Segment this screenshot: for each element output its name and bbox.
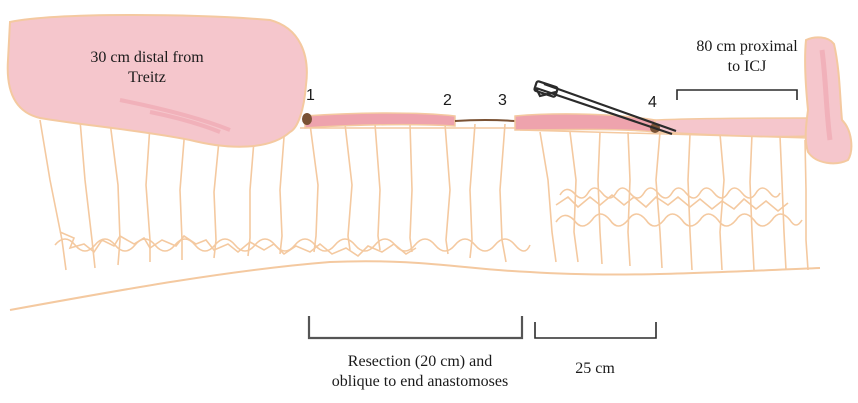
mesentery-arcades-right: [556, 188, 802, 226]
point-3-marker: 3: [498, 92, 507, 110]
proximal-to-icj-label: 80 cm proximal to ICJ: [652, 37, 842, 77]
distal-label-line1: 30 cm distal from: [52, 48, 242, 68]
resected-bowel-segment: [305, 113, 455, 128]
proximal-bowel-segment: [655, 118, 810, 137]
narrow-bowel-segment: [455, 120, 515, 121]
distance-bracket: [535, 322, 656, 338]
mesentery-base-curve: [10, 261, 820, 310]
point-1-marker: 1: [306, 87, 315, 105]
segment-length-label: 25 cm: [560, 359, 630, 379]
resection-label: Resection (20 cm) and oblique to end ana…: [285, 352, 555, 392]
staple-mark-1: [302, 113, 312, 125]
resection-label-line1: Resection (20 cm) and: [285, 352, 555, 372]
distal-from-treitz-label: 30 cm distal from Treitz: [52, 48, 242, 88]
point-4-marker: 4: [648, 94, 657, 112]
resection-label-line2: oblique to end anastomoses: [285, 372, 555, 392]
resection-bracket: [309, 316, 522, 338]
point-2-marker: 2: [443, 92, 452, 110]
proximal-label-line1: 80 cm proximal: [652, 37, 842, 57]
proximal-label-line2: to ICJ: [652, 57, 842, 77]
distal-label-line2: Treitz: [52, 68, 242, 88]
mesentery-arcades-left: [55, 232, 530, 256]
proximal-bracket: [677, 90, 797, 100]
